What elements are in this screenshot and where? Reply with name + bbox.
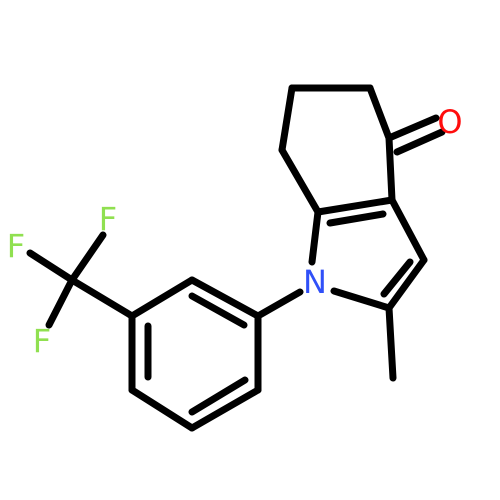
bond-c-f3	[45, 276, 76, 329]
bond-c3-c2	[385, 256, 428, 312]
bond-carbonyl-2	[393, 128, 446, 156]
bond-carbonyl-1	[385, 114, 440, 142]
fluorine-atom-label-2: F	[7, 227, 25, 265]
bond-c3a-c3	[388, 196, 428, 264]
bond-c6-c7	[278, 84, 296, 154]
bond-c3a-c4	[385, 134, 396, 204]
bond-c7a-c3a-inner	[326, 210, 387, 227]
bond-c2-n1	[330, 287, 393, 312]
atom-labels: O N F F F	[7, 103, 463, 360]
bond-ar5-ar6	[128, 276, 196, 320]
bond-ar3-ar4	[128, 386, 196, 432]
bond-c4-c5	[366, 84, 393, 142]
bond-ar-inner-1	[188, 376, 249, 416]
nitrogen-atom-label: N	[303, 263, 327, 301]
bond-ar-inner-3	[188, 292, 248, 329]
fluorine-atom-label-1: F	[99, 200, 117, 238]
bond-c-f1	[68, 231, 107, 284]
oxygen-atom-label: O	[437, 103, 462, 141]
bond-c7a-c3a	[314, 196, 396, 216]
bond-c2-methyl	[385, 304, 397, 382]
bond-c3-c2-inner	[380, 258, 414, 298]
bond-c7-c7a	[278, 146, 322, 216]
bond-n1-aryl	[254, 288, 304, 320]
bond-ar6-ar1	[188, 276, 262, 320]
bond-ar-cf3	[68, 276, 136, 320]
bond-n1-c7a	[308, 208, 322, 266]
bond-c-f2	[26, 249, 76, 284]
bonds	[26, 84, 446, 432]
bond-ar2-ar3	[188, 386, 262, 432]
fluorine-atom-label-3: F	[33, 322, 51, 360]
